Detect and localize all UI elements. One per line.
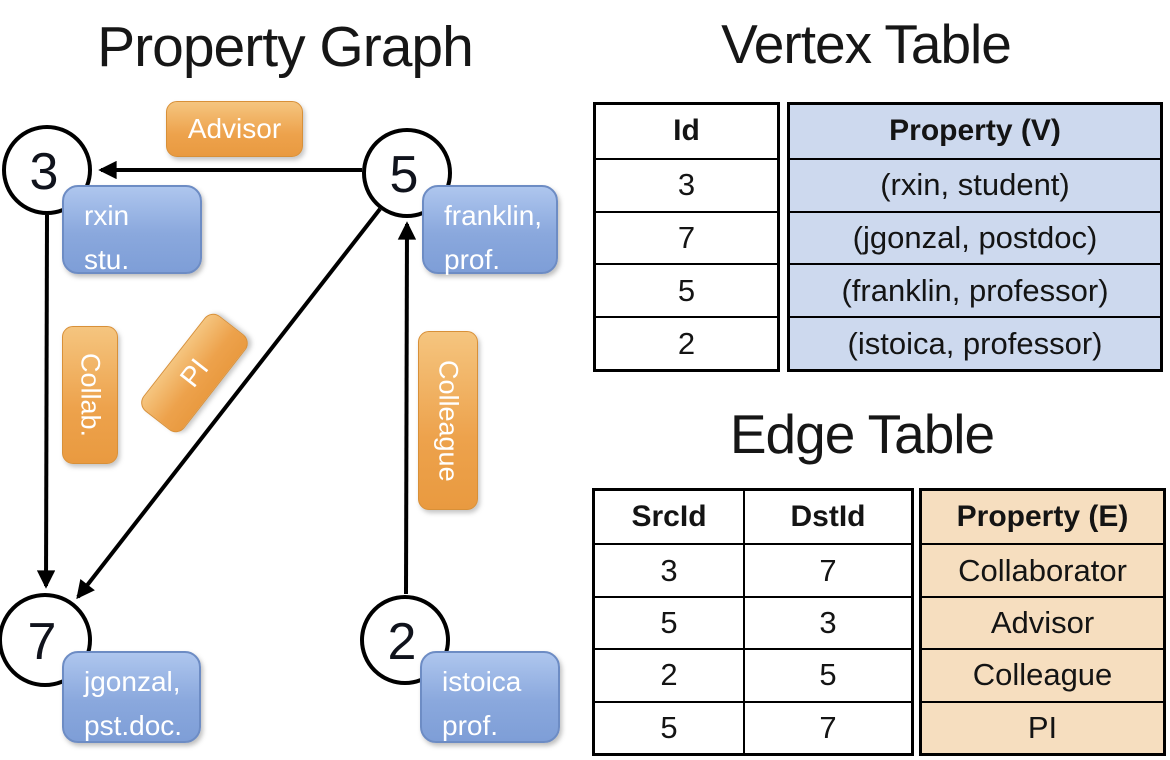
column-header-property-v: Property (V) — [790, 105, 1160, 158]
edge-table-id-columns: SrcId 3 5 2 5 DstId 7 3 5 7 — [592, 488, 914, 756]
vertex-label-line: franklin, — [444, 200, 543, 231]
column-header-id: Id — [673, 114, 700, 148]
table-cell-id: 7 — [596, 210, 777, 264]
table-cell-dstid: 5 — [745, 648, 911, 700]
edge-table: SrcId 3 5 2 5 DstId 7 3 5 7 Property (E)… — [592, 488, 1166, 756]
table-cell-id: 2 — [596, 316, 777, 369]
graph-node-5: 5 — [362, 128, 452, 218]
vertex-property-label-5: franklin, prof. — [422, 185, 558, 275]
table-cell-id: 5 — [596, 263, 777, 316]
node-id: 7 — [27, 613, 57, 671]
vertex-property-label-2: istoica prof. — [420, 651, 560, 743]
table-cell-dstid: 7 — [745, 700, 911, 753]
edge-arrow-3-to-7 — [36, 214, 56, 589]
vertex-property-label-7: jgonzal, pst.doc. — [62, 651, 201, 743]
table-cell-property: (rxin, student) — [790, 157, 1160, 211]
property-graph-title: Property Graph — [97, 15, 474, 79]
vertex-label-line: rxin — [84, 200, 130, 231]
edge-table-srcid-column: SrcId 3 5 2 5 — [595, 491, 743, 753]
edge-table-property-column: Property (E) Collaborator Advisor Collea… — [919, 488, 1166, 756]
table-cell-property: (istoica, professor) — [790, 316, 1160, 369]
column-header-property-e: Property (E) — [922, 491, 1163, 544]
table-cell-property: Colleague — [922, 648, 1163, 701]
table-cell-dstid: 3 — [745, 595, 911, 648]
graph-edges-layer — [36, 160, 417, 600]
node-id: 3 — [29, 143, 59, 201]
vertex-table-id-column: Id 3 7 5 2 — [593, 102, 780, 372]
vertex-table: Id 3 7 5 2 Property (V) (rxin, student) … — [593, 102, 1163, 372]
edge-label-colleague: Colleague — [418, 331, 478, 510]
table-cell-property: (franklin, professor) — [790, 263, 1160, 317]
table-cell-id: 3 — [596, 157, 777, 211]
edge-label-advisor: Advisor — [166, 101, 303, 157]
table-cell-property: PI — [922, 700, 1163, 753]
table-cell-property: Collaborator — [922, 543, 1163, 596]
edge-arrow-2-to-5 — [397, 221, 417, 595]
vertex-table-property-column: Property (V) (rxin, student) (jgonzal, p… — [787, 102, 1163, 372]
node-id: 5 — [389, 146, 419, 204]
table-cell-property: (jgonzal, postdoc) — [790, 210, 1160, 264]
edge-table-title: Edge Table — [729, 403, 995, 465]
vertex-label-line: stu. — [84, 244, 130, 275]
edge-table-dstid-column: DstId 7 3 5 7 — [743, 491, 911, 753]
table-cell-property: Advisor — [922, 595, 1163, 649]
node-id: 2 — [387, 613, 417, 671]
table-cell-srcid: 5 — [595, 700, 743, 753]
edge-arrow-5-to-7 — [76, 207, 382, 600]
vertex-label-line: pst.doc. — [84, 710, 183, 741]
table-cell-srcid: 2 — [595, 648, 743, 700]
vertex-label-line: prof. — [442, 710, 499, 741]
vertex-label-line: prof. — [444, 244, 501, 275]
table-cell-dstid: 7 — [745, 543, 911, 595]
vertex-property-label-3: rxin stu. — [62, 185, 202, 275]
table-cell-srcid: 3 — [595, 543, 743, 595]
vertex-label-line: jgonzal, — [84, 666, 181, 697]
vertex-table-title: Vertex Table — [721, 13, 1012, 75]
vertex-label-line: istoica — [442, 666, 522, 697]
edge-label-collab: Collab. — [62, 326, 118, 464]
graph-node-2: 2 — [360, 595, 450, 685]
column-header-srcid: SrcId — [631, 500, 707, 534]
column-header-dstid: DstId — [790, 500, 866, 534]
table-cell-srcid: 5 — [595, 595, 743, 648]
